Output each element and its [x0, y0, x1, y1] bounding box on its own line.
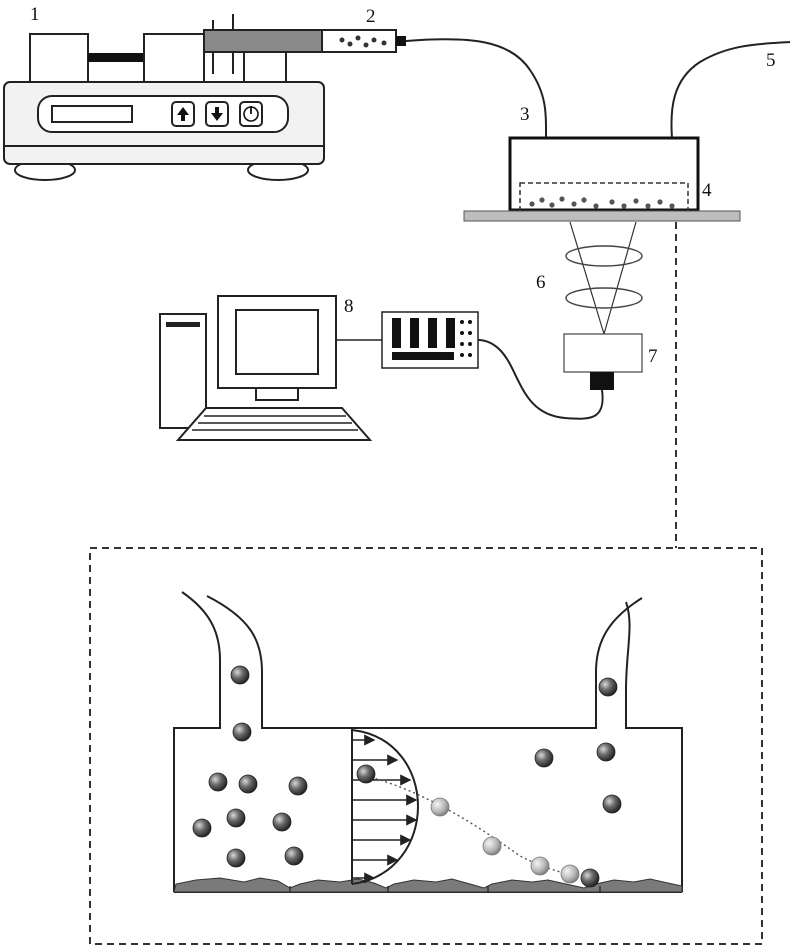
flow-chamber	[463, 136, 741, 222]
label-outlet-tube: 5	[766, 50, 776, 71]
label-inlet-tube: 3	[520, 104, 530, 125]
channel-detail	[173, 591, 683, 893]
syringe	[203, 29, 406, 53]
particles-dark	[192, 665, 622, 888]
controller-box	[381, 311, 479, 369]
outlet-tube	[670, 41, 791, 139]
label-camera: 7	[648, 346, 658, 367]
objective-optics	[565, 221, 643, 335]
particles	[529, 196, 675, 209]
label-computer: 8	[344, 296, 354, 317]
velocity-profile	[351, 728, 419, 885]
label-syringe-pump: 1	[30, 4, 40, 25]
particles-light	[430, 797, 580, 884]
label-objective-optics: 6	[536, 272, 546, 293]
camera-cable	[477, 339, 604, 420]
power-icon	[239, 101, 263, 127]
computer	[159, 295, 373, 441]
arrow-up-icon	[171, 101, 195, 127]
particle-trajectory	[365, 775, 591, 879]
label-syringe: 2	[366, 6, 376, 27]
arrow-down-icon	[205, 101, 229, 127]
zoom-inset-frame	[89, 547, 763, 945]
camera	[563, 333, 643, 390]
label-flow-chamber: 4	[702, 180, 712, 201]
surface-deposit	[173, 877, 683, 893]
syringe-pump	[3, 14, 325, 181]
inlet-tube	[405, 38, 548, 139]
